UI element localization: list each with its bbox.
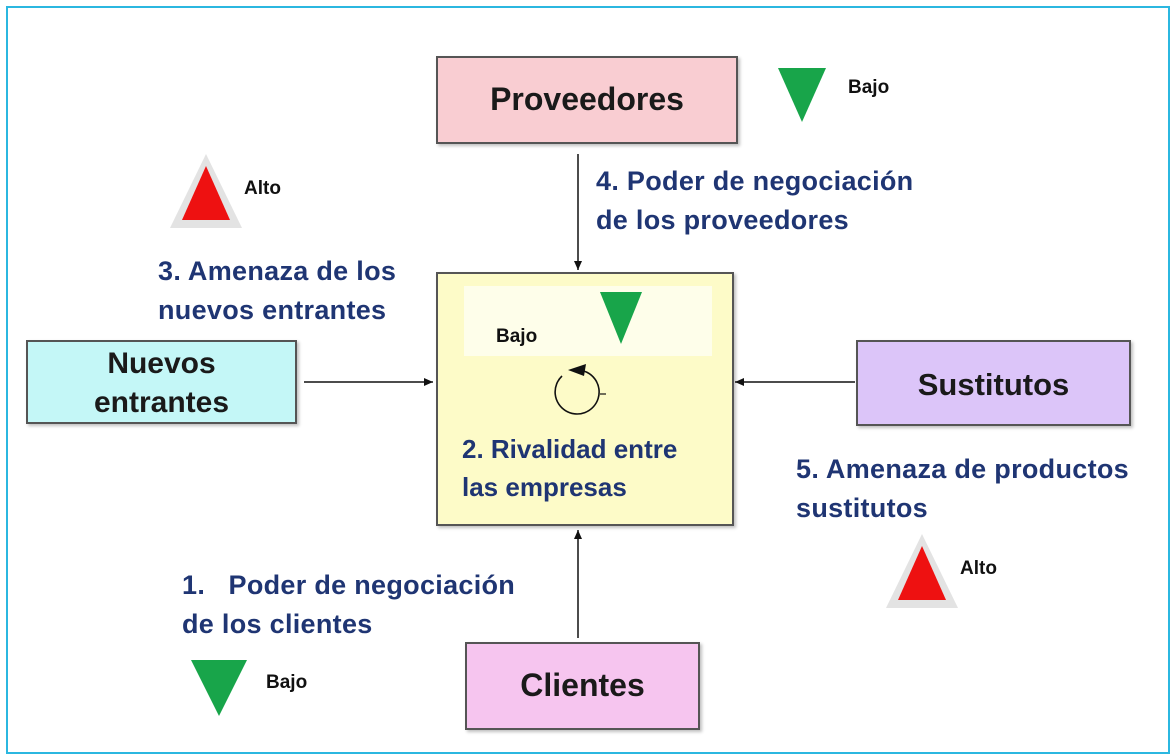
clients-box: Clientes	[465, 642, 700, 730]
supplier-power-line2: de los proveedores	[596, 205, 849, 235]
client-power-down-triangle	[191, 660, 247, 716]
new-entrants-threat-line1: 3. Amenaza de los	[158, 256, 397, 286]
new-entrants-label-line1: Nuevos	[107, 347, 216, 380]
supplier-power-down-triangle	[778, 68, 826, 122]
supplier-power-line1: 4. Poder de negociación	[596, 166, 914, 196]
substitutes-threat-line2: sustitutos	[796, 493, 929, 523]
client-power-level: Bajo	[266, 672, 308, 693]
cycle-icon	[554, 364, 606, 415]
new-entrants-box: Nuevos entrantes	[26, 340, 297, 424]
substitutes-box: Sustitutos	[856, 340, 1131, 426]
rivalry-level-down-triangle	[600, 292, 642, 344]
rivalry-label-line2: las empresas	[462, 472, 627, 502]
substitutes-threat-level: Alto	[960, 558, 997, 579]
client-power-line2: de los clientes	[182, 609, 373, 639]
new-entrants-threat-level: Alto	[244, 178, 281, 199]
rivalry-box: Bajo 2. Rivalidad entre las empresas	[436, 272, 734, 526]
suppliers-box: Proveedores	[436, 56, 738, 144]
client-power-line1: 1. Poder de negociación	[182, 570, 516, 600]
new-entrants-up-triangle	[170, 154, 242, 228]
suppliers-label: Proveedores	[490, 81, 684, 117]
clients-label: Clientes	[520, 667, 645, 703]
new-entrants-label-line2: entrantes	[93, 386, 230, 419]
diagram-frame	[6, 6, 1170, 754]
rivalry-inner-panel	[464, 286, 712, 356]
new-entrants-threat-label: 3. Amenaza de los nuevos entrantes	[158, 252, 396, 330]
supplier-power-label: 4. Poder de negociación de los proveedor…	[596, 162, 913, 240]
rivalry-level-label: Bajo	[496, 326, 538, 347]
substitutes-up-triangle	[886, 534, 958, 608]
substitutes-threat-label: 5. Amenaza de productos sustitutos	[796, 450, 1129, 528]
substitutes-threat-line1: 5. Amenaza de productos	[796, 454, 1129, 484]
supplier-power-level: Bajo	[848, 77, 890, 98]
new-entrants-threat-line2: nuevos entrantes	[158, 295, 387, 325]
rivalry-label-line1: 2. Rivalidad entre	[462, 434, 678, 464]
substitutes-label: Sustitutos	[917, 367, 1070, 402]
client-power-label: 1. Poder de negociación de los clientes	[182, 566, 515, 644]
